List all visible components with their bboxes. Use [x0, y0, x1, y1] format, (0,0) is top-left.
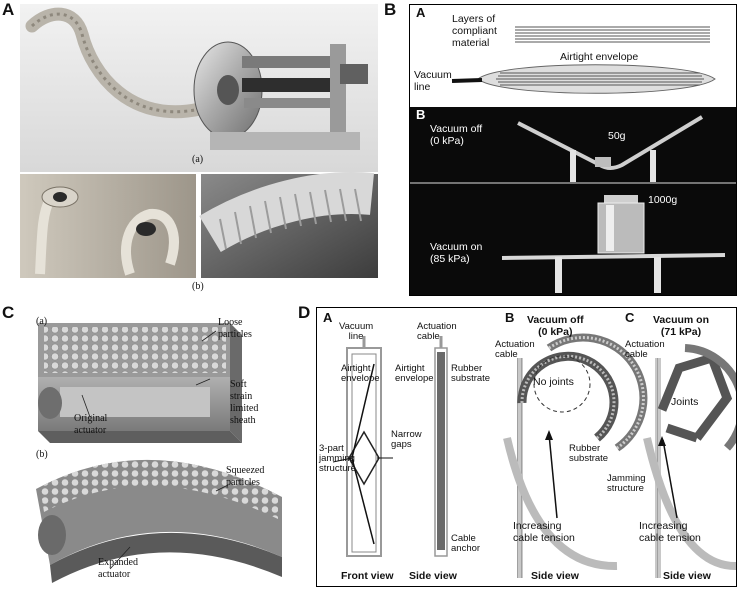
panel-d-sub-c: C: [625, 310, 635, 325]
panel-d-sub-a: A: [323, 310, 333, 325]
panel-c-illustration: [36, 323, 282, 583]
airtight-envelope-1: Airtight envelope: [341, 363, 380, 384]
vacuum-off-label: Vacuum off (0 kPa): [430, 123, 483, 147]
no-joints-label: No joints: [533, 376, 574, 388]
three-part-label: 3-part jamming structure: [319, 443, 356, 474]
increasing-tension-c: Increasing cable tension: [639, 520, 701, 544]
panel-b: A Layers of compliant material Airtight …: [409, 4, 737, 296]
side-view-label-3: Side view: [663, 570, 711, 582]
cable-anchor-label: Cable anchor: [451, 533, 481, 554]
layers-label: Layers of compliant material: [452, 13, 497, 49]
airtight-envelope-2: Airtight envelope: [395, 363, 434, 384]
panel-d-illustration: [332, 333, 736, 578]
sheath-label: Soft strain limited sheath: [230, 379, 259, 426]
vacuum-line-d: Vacuum line: [339, 321, 374, 342]
panel-b-illustration: [410, 5, 736, 295]
actuation-cable-c: Actuation cable: [625, 339, 665, 360]
rubber-substrate-2: Rubber substrate: [569, 443, 609, 464]
squeezed-particles-label: Squeezed particles: [226, 465, 265, 488]
panel-a: (a) (b): [20, 4, 378, 296]
vacuum-line-label: Vacuum line: [414, 69, 452, 93]
panel-c-sub-a: (a): [36, 316, 48, 327]
side-view-label-1: Side view: [409, 570, 457, 582]
front-view-label: Front view: [341, 570, 394, 582]
increasing-tension-b: Increasing cable tension: [513, 520, 575, 544]
mass-small-label: 50g: [608, 130, 626, 142]
panel-d-label: D: [298, 303, 311, 322]
envelope-label: Airtight envelope: [560, 51, 639, 63]
panel-c: (a) Loose particles Soft strain limited …: [20, 307, 290, 587]
actuation-cable-b: Actuation cable: [495, 339, 535, 360]
loose-particles-label: Loose particles: [218, 317, 252, 340]
panel-b-sub-a: A: [416, 5, 426, 20]
vacuum-on-label: Vacuum on (85 kPa): [430, 241, 483, 265]
side-view-label-2: Side view: [531, 570, 579, 582]
panel-b-label: B: [384, 0, 397, 19]
actuation-cable-top: Actuation cable: [417, 321, 457, 342]
expanded-actuator-label: Expanded actuator: [98, 557, 138, 580]
joints-label: Joints: [671, 396, 699, 408]
panel-d-sub-b: B: [505, 310, 515, 325]
caption-b-text: (b): [192, 281, 204, 292]
narrow-gaps-label: Narrow gaps: [391, 429, 422, 450]
caption-a-text: (a): [192, 154, 204, 165]
original-actuator-label: Original actuator: [74, 413, 108, 436]
panel-a-photo: [20, 4, 378, 278]
vacuum-on-title: Vacuum on (71 kPa): [653, 314, 710, 338]
vacuum-off-title: Vacuum off (0 kPa): [527, 314, 584, 338]
panel-a-label: A: [2, 0, 15, 19]
jamming-structure-label: Jamming structure: [607, 473, 646, 494]
panel-d: A Vacuum line Actuation cable Airtight e…: [316, 307, 737, 587]
panel-c-label: C: [2, 303, 15, 322]
panel-b-sub-b: B: [416, 107, 426, 122]
panel-c-sub-b: (b): [36, 449, 48, 460]
rubber-substrate-1: Rubber substrate: [451, 363, 491, 384]
mass-large-label: 1000g: [648, 194, 678, 206]
